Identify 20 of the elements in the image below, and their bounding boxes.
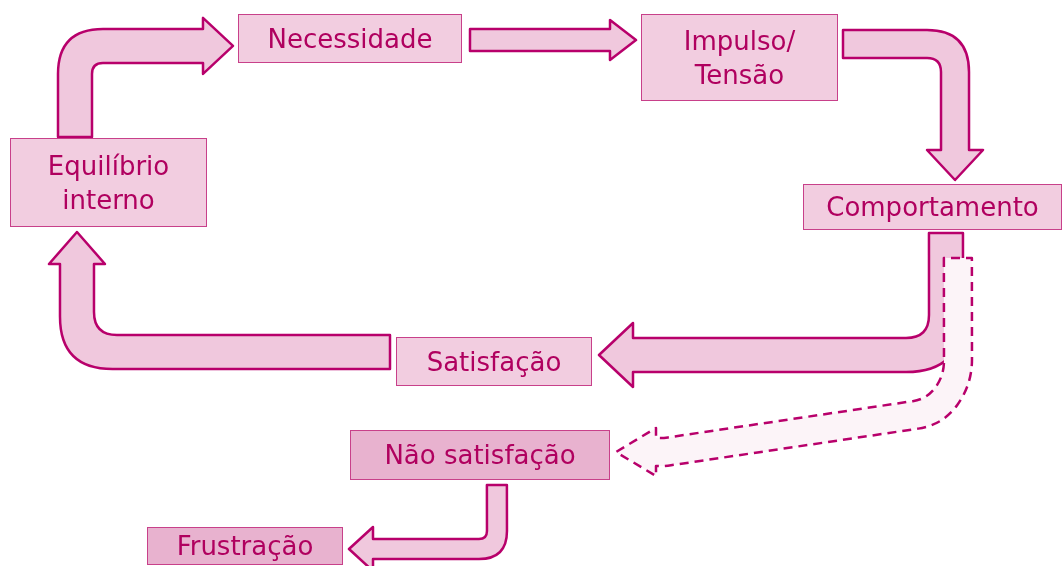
block-arrow [347,483,509,566]
process-box [641,14,838,101]
box-label: Comportamento [826,191,1039,224]
process-box [396,337,592,386]
process-box [238,14,462,63]
process-box [10,138,207,227]
box-label: Frustração [176,530,314,563]
box-label: Satisfação [426,345,562,379]
box-label: Impulso/ Tensão [682,24,797,92]
box-label: Necessidade [267,22,433,56]
process-box [350,430,610,480]
process-box [803,184,1062,230]
block-arrow [614,256,974,478]
block-arrow [47,230,392,371]
block-arrow [56,16,235,139]
block-arrow [841,28,985,182]
box-label: Equilíbrio interno [46,149,171,217]
block-arrow [468,18,638,62]
box-label: Não satisfação [384,439,576,472]
process-box [147,527,343,565]
